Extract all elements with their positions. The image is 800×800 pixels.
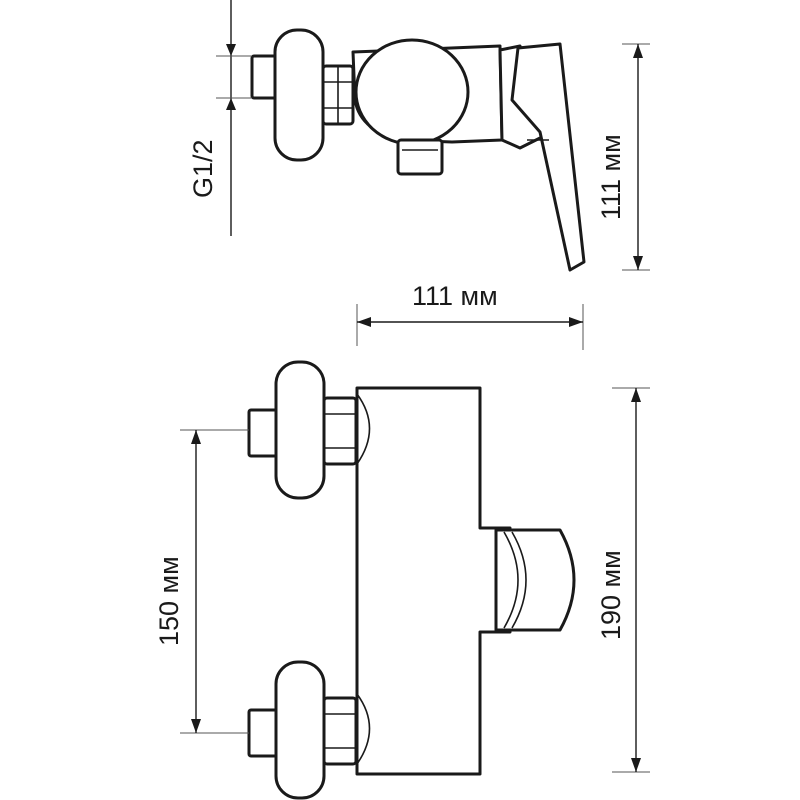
front-height-dimension: 190 мм <box>596 387 650 773</box>
side-outlet <box>396 138 444 176</box>
spacing-dimension: 150 мм <box>154 429 249 734</box>
spacing-label: 150 мм <box>154 556 184 646</box>
front-upper-flange <box>274 360 326 500</box>
depth-label: 111 мм <box>412 281 498 311</box>
front-handle <box>494 528 576 632</box>
front-lower-nipple <box>247 708 279 758</box>
thread-size-label: G1/2 <box>188 139 218 198</box>
front-lower-hex-nut <box>322 696 358 766</box>
front-lower-flange <box>274 660 326 800</box>
side-height-label: 111 мм <box>596 134 626 220</box>
side-height-dimension: 111 мм <box>596 43 650 271</box>
thread-dimension: G1/2 <box>188 0 252 236</box>
side-inlet-nipple <box>250 54 278 100</box>
side-view <box>250 28 586 272</box>
depth-dimension: 111 мм <box>356 281 584 350</box>
front-view <box>247 360 576 800</box>
front-mixer-body <box>355 386 512 776</box>
front-upper-nipple <box>247 408 279 458</box>
side-cartridge-cap <box>354 38 470 146</box>
front-upper-hex-nut <box>322 396 358 466</box>
side-lever-handle <box>510 42 586 272</box>
side-wall-flange <box>273 28 325 162</box>
front-height-label: 190 мм <box>596 550 626 640</box>
